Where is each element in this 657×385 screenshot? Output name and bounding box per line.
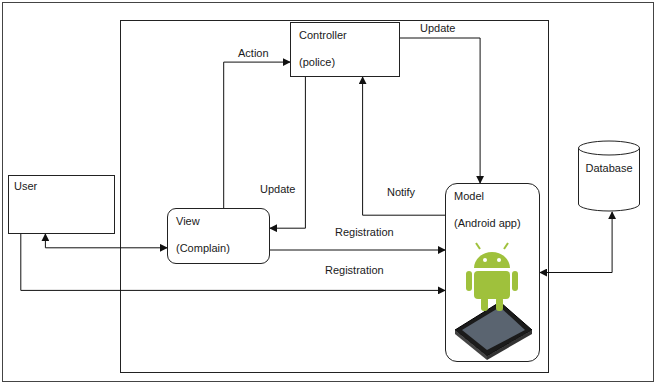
connector-arrow (270, 77, 305, 228)
node-title: Model (454, 190, 484, 203)
edge-label: Notify (385, 186, 417, 199)
node-title: View (176, 215, 200, 228)
database-cylinder: Database (578, 140, 640, 212)
edge-label: Action (236, 47, 271, 60)
node-subtitle: (Complain) (176, 242, 230, 255)
connector-arrow (45, 234, 167, 248)
edge-label: Update (418, 22, 457, 35)
user-box: User (8, 175, 115, 234)
model-box: Model (Android app) (445, 183, 540, 362)
edge-label: Registration (333, 226, 396, 239)
edge-label: Registration (323, 264, 386, 277)
node-title: Database (585, 162, 632, 175)
node-subtitle: (police) (299, 56, 335, 69)
edge-label: Update (258, 183, 297, 196)
cylinder-outline (578, 140, 640, 212)
connector-arrow (363, 77, 445, 215)
connector-arrow (400, 38, 480, 183)
node-subtitle: (Android app) (454, 217, 521, 230)
connector-arrow (540, 212, 612, 273)
connector-arrow (270, 250, 445, 251)
view-box: View (Complain) (167, 208, 270, 264)
controller-box: Controller (police) (290, 22, 400, 77)
node-title: Controller (299, 29, 347, 42)
node-title: User (14, 180, 37, 193)
